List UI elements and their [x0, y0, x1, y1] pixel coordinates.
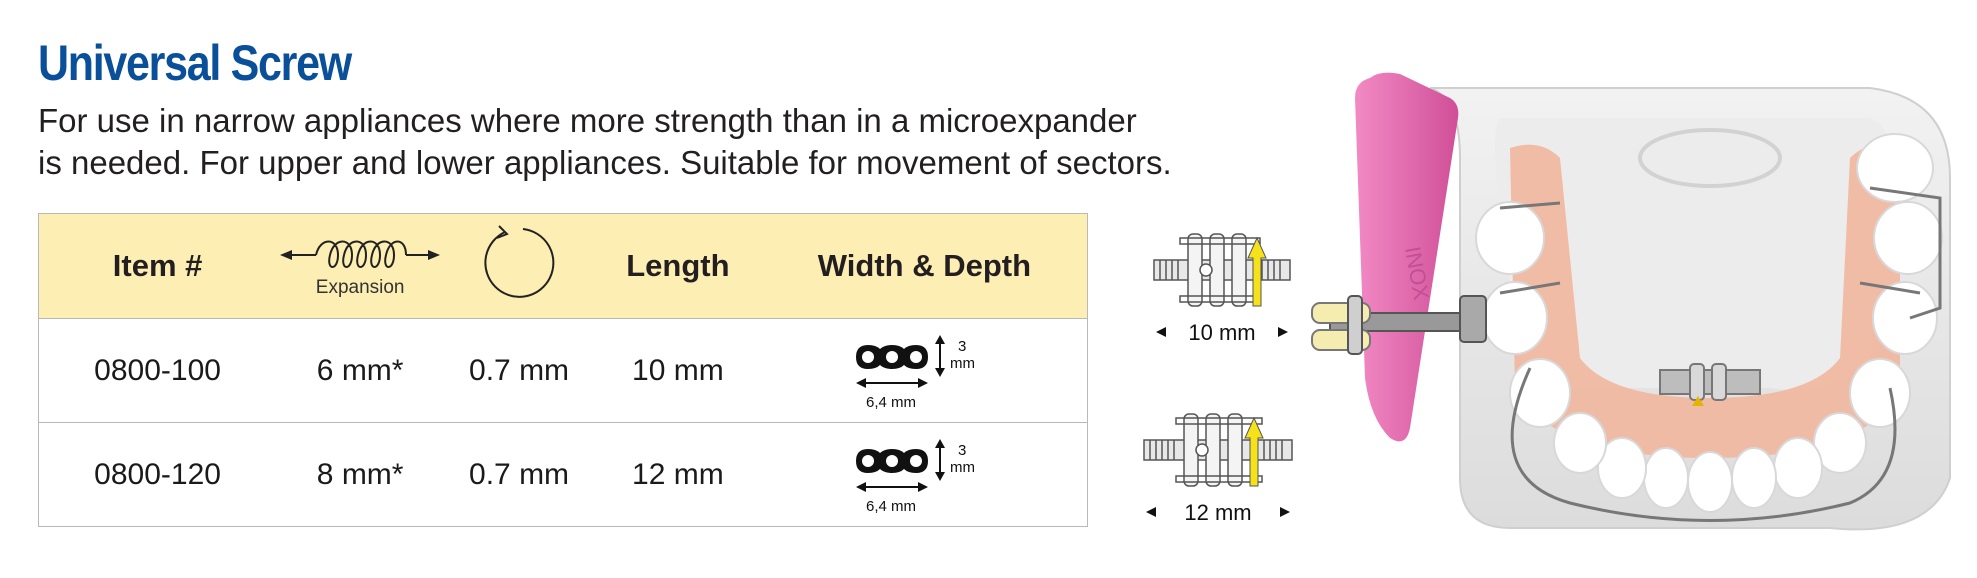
- spec-table: Item # Expansion: [38, 213, 1088, 527]
- expansion-label: Expansion: [315, 277, 405, 298]
- rotation-circle-icon: [484, 225, 555, 298]
- cell-turn: 0.7 mm: [444, 422, 594, 527]
- page-title: Universal Screw: [38, 35, 352, 91]
- cell-expansion: 8 mm*: [276, 422, 445, 527]
- cell-expansion: 6 mm*: [276, 318, 445, 423]
- header-length: Length: [593, 213, 762, 319]
- product-description: For use in narrow appliances where more …: [38, 100, 1308, 184]
- table-header-row: Item # Expansion: [38, 213, 1088, 319]
- cell-item: 0800-120: [38, 422, 277, 527]
- description-line-2: is needed. For upper and lower appliance…: [38, 144, 1172, 181]
- table-row: 0800-100 6 mm* 0.7 mm 10 mm 3 mm: [38, 318, 1088, 423]
- table-row: 0800-120 8 mm* 0.7 mm 12 mm 3 mm: [38, 422, 1088, 527]
- spring-icon: [280, 240, 441, 268]
- header-turn: [444, 213, 594, 319]
- screw-profile-icon: 3 mm 6,4 mm: [856, 334, 975, 411]
- depth-value: 3: [958, 338, 966, 355]
- depth-unit: mm: [950, 355, 975, 372]
- width-value: 6,4 mm: [866, 498, 916, 515]
- dental-model-photo: INOX: [1311, 72, 1951, 531]
- description-line-1: For use in narrow appliances where more …: [38, 102, 1137, 139]
- depth-value: 3: [958, 442, 966, 459]
- depth-unit: mm: [950, 459, 975, 476]
- header-width-depth: Width & Depth: [761, 213, 1088, 319]
- diagram-label-10mm: 10 mm: [1188, 320, 1255, 345]
- screw-profile-icon: 3 mm 6,4 mm: [856, 438, 975, 515]
- diagram-label-12mm: 12 mm: [1184, 500, 1251, 525]
- width-value: 6,4 mm: [866, 394, 916, 411]
- screw-diagram-12mm: 12 mm: [1143, 413, 1293, 525]
- header-expansion: Expansion: [276, 213, 445, 319]
- cell-length: 12 mm: [593, 422, 762, 527]
- header-item: Item #: [38, 213, 277, 319]
- cell-width-depth: 3 mm 6,4 mm: [761, 422, 1088, 527]
- screw-diagram-10mm: 10 mm: [1153, 233, 1291, 345]
- cell-turn: 0.7 mm: [444, 318, 594, 423]
- yellow-arrow-icon: [1244, 416, 1264, 487]
- cell-width-depth: 3 mm 6,4 mm: [761, 318, 1088, 423]
- cell-length: 10 mm: [593, 318, 762, 423]
- cell-item: 0800-100: [38, 318, 277, 423]
- yellow-arrow-icon: [1247, 236, 1267, 307]
